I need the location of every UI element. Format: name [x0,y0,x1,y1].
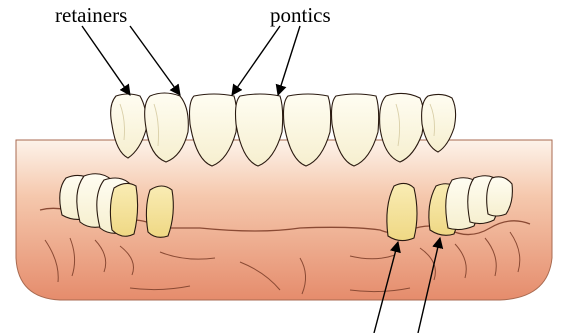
pontics-label: pontics [270,5,331,26]
retainers-label: retainers [55,5,127,26]
arrow-retainer-1 [82,26,130,95]
abutment-tooth [110,183,137,236]
abutment-tooth [146,186,173,237]
arrow-retainer-2 [130,26,180,95]
abutment-tooth [387,183,417,240]
arrow-pontic-2 [278,26,300,95]
lower-tooth [487,177,513,216]
arrow-pontic-1 [232,26,280,95]
